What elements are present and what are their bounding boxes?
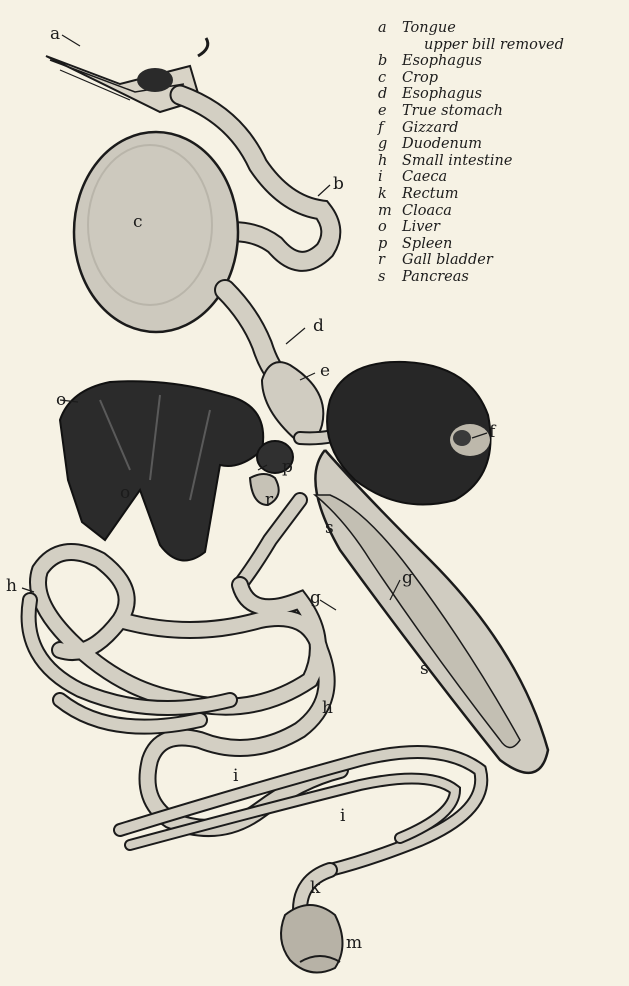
legend-name: Spleen [402,236,628,253]
legend-name: Esophagus [402,86,628,103]
legend-key: d [378,86,402,103]
legend-name: Gizzard [402,120,628,137]
label-r: r [265,492,273,509]
legend-name: Rectum [402,186,628,203]
caeca [120,752,481,870]
label-g-right: g [402,570,413,587]
legend-key: h [378,153,402,170]
legend-key: i [378,169,402,186]
label-h-right: h [322,700,333,717]
legend-name: Pancreas [402,269,628,286]
legend-key: e [378,103,402,120]
label-s-upper: s [325,520,334,537]
label-h-left: h [6,578,17,595]
label-m: m [346,935,362,952]
legend-name: Caeca [402,169,628,186]
legend-key: m [378,203,402,220]
legend-subnote: upper bill removed [378,37,628,54]
legend-name: Cloaca [402,203,628,220]
label-i-upper: i [233,768,238,785]
legend-key: k [378,186,402,203]
legend-key: a [378,20,402,37]
label-d: d [313,318,324,335]
liver [60,381,263,560]
legend-key: p [378,236,402,253]
label-e: e [320,363,330,380]
legend-key: c [378,70,402,87]
true-stomach [262,362,323,443]
label-o-upper: o [56,392,66,409]
label-g-left: g [310,590,321,607]
legend-name: Liver [402,219,628,236]
label-o-lower: o [120,485,130,502]
crop [74,132,238,332]
label-a: a [50,26,60,43]
legend-name: Duodenum [402,136,628,153]
legend-key: g [378,136,402,153]
legend-name: Small intestine [402,153,628,170]
legend-name: Gall bladder [402,252,628,269]
legend-key: r [378,252,402,269]
label-k: k [310,880,320,897]
cloaca [281,905,343,973]
legend-key: o [378,219,402,236]
label-i-lower: i [340,808,345,825]
label-b: b [333,176,344,193]
legend-key: s [378,269,402,286]
legend-key: f [378,120,402,137]
legend-name: Crop [402,70,628,87]
legend-name: True stomach [402,103,628,120]
label-p: p [282,459,293,476]
label-c: c [133,214,143,231]
label-s-lower: s [420,661,429,678]
label-f: f [489,424,495,441]
legend-key: b [378,53,402,70]
small-intestine [29,552,340,828]
legend-name: Tongue [402,20,628,37]
legend-name: Esophagus [402,53,628,70]
